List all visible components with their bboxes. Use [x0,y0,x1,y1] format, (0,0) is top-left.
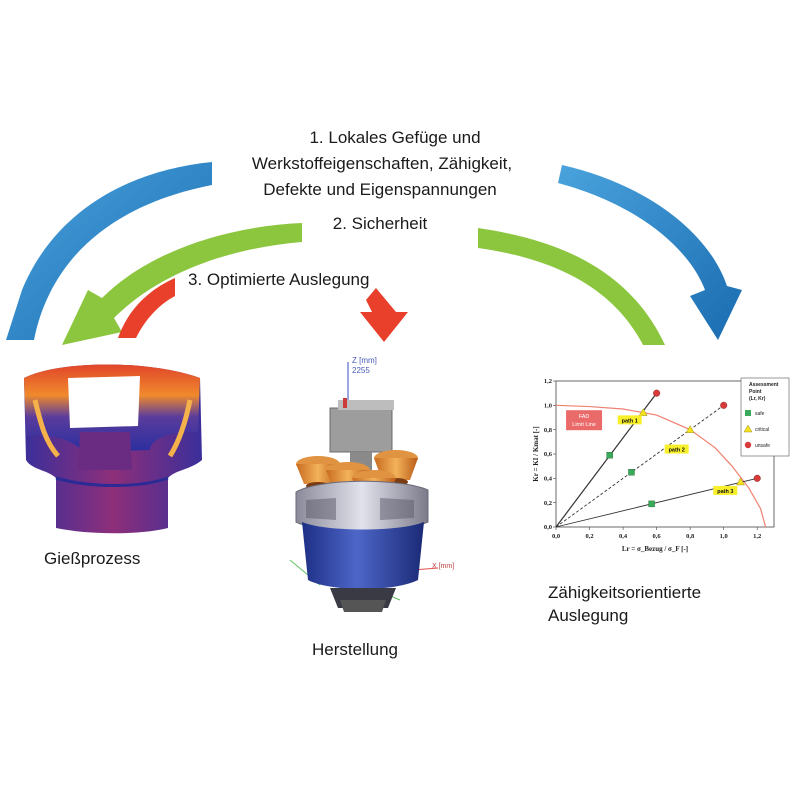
legend-marker-unsafe [744,441,752,449]
caption-design-line1: Zähigkeitsorientierte [548,583,702,602]
x-tick-label: 0,0 [552,533,560,540]
path-tag-box [664,444,689,454]
fad-label-box [566,410,603,431]
safe-point [628,469,635,476]
y-tick-label: 0,4 [544,476,553,483]
critical-point [638,408,648,416]
y-tick-label: 1,2 [544,378,552,385]
green-arrow-left [62,223,302,345]
cad-z-value: 2255 [352,366,370,375]
path-tag-box [713,485,738,495]
y-tick-label: 0,0 [544,524,552,531]
fad-chart: 0,0 0,2 0,4 0,6 0,8 1,0 1,2 0,0 0,2 0,4 0,6 0,8 1,0 1… [532,377,790,553]
legend-entry-label: unsafe [755,443,770,449]
legend-marker-safe [745,410,751,416]
y-axis-label: Kr = KI / Kmat [-] [532,426,540,481]
path-tag-label: path 2 [669,448,685,454]
step1-line2: Werkstoffeigenschaften, Zähigkeit, [251,154,513,173]
red-arrow-right [360,288,408,342]
safe-point [648,500,655,508]
y-tick-label: 0,2 [544,500,552,507]
caption-design-line2: Auslegung [548,606,629,625]
x-axis-label: Lr = σ_Bezug / σ_F [-] [622,545,688,553]
caption-casting: Gießprozess [44,549,141,568]
y-tick-label: 1,0 [544,403,552,410]
unsafe-point [720,401,728,409]
cad-model-image [289,362,439,612]
y-tick-label: 0,6 [544,451,553,458]
critical-point [736,477,745,486]
path-tag-box [617,415,642,425]
unsafe-point [753,474,761,482]
step3-label: 3. Optimierte Auslegung [188,270,370,289]
blue-arrow-right [558,165,742,340]
unsafe-point [653,389,661,397]
x-tick-label: 0,6 [653,533,662,540]
legend-marker-critical [743,424,753,433]
green-arrow-right [478,228,665,345]
y-tick-label: 0,8 [544,427,553,434]
x-tick-label: 1,2 [753,533,761,540]
series-line [555,404,724,528]
step2-label: 2. Sicherheit [332,214,428,233]
casting-simulation-image [24,364,202,534]
x-tick-label: 1,0 [720,533,728,540]
legend-title-line: Assessment [749,382,779,388]
critical-point [685,425,695,433]
legend-title-line: (Lr, Kr) [749,396,766,402]
legend-entry-label: safe [755,411,765,417]
legend-entry-label: critical [755,427,769,433]
safe-point [606,452,613,459]
red-arrow-left [118,278,175,338]
legend-title-line: Point [749,389,762,395]
fad-label-line1: FAD [579,414,590,420]
fad-limit-curve [555,404,767,528]
caption-manufacturing: Herstellung [312,640,398,659]
blue-arrow-left [6,162,212,340]
x-tick-label: 0,2 [585,533,593,540]
fad-label-line2: Limit Line [572,422,596,428]
step1-line1: 1. Lokales Gefüge und [309,128,481,147]
cad-z-axis-label: Z [mm] [352,356,377,365]
step1-line3: Defekte und Eigenspannungen [263,180,497,199]
path-tag-label: path 1 [622,418,638,424]
cad-x-axis-label: X [mm] [432,563,455,570]
path-tag-label: path 3 [717,489,733,495]
x-tick-label: 0,4 [619,533,628,540]
x-tick-label: 0,8 [686,533,695,540]
